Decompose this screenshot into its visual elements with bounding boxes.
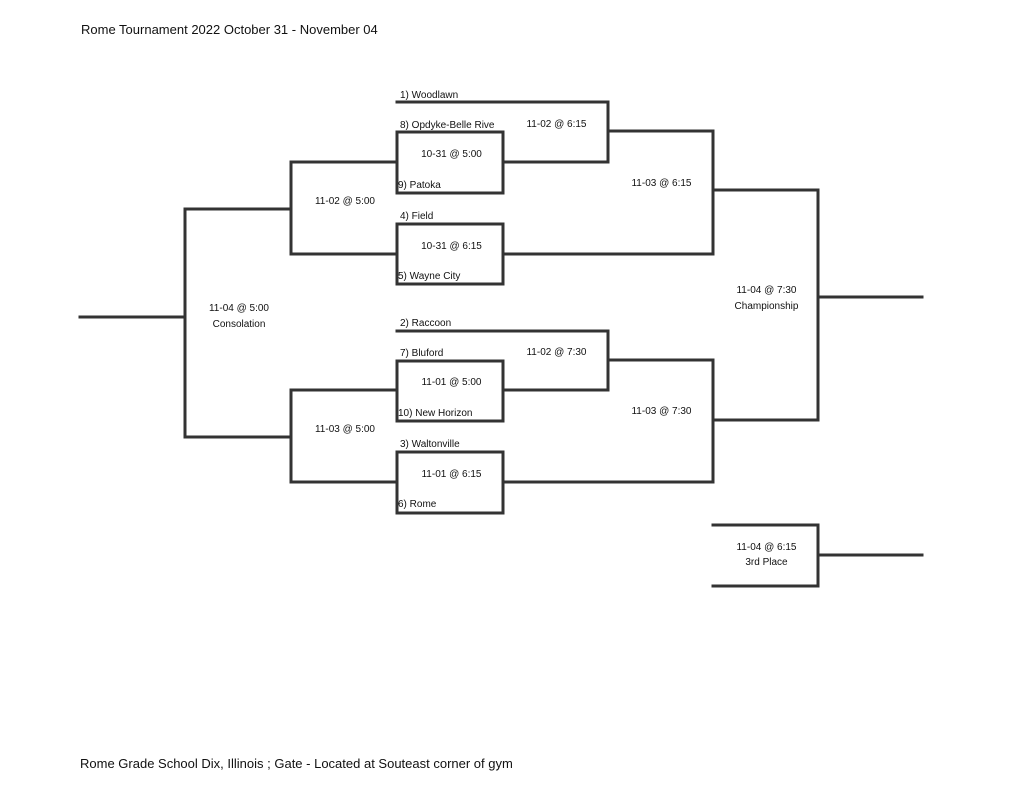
- game-1102-730: 11-02 @ 7:30: [526, 347, 587, 358]
- game-1031-615: 10-31 @ 6:15: [421, 241, 482, 252]
- team-new-horizon: 10) New Horizon: [398, 408, 473, 419]
- game-1101-500: 11-01 @ 5:00: [421, 377, 482, 388]
- team-waltonville: 3) Waltonville: [400, 439, 460, 450]
- game-1103-500: 11-03 @ 5:00: [314, 424, 375, 435]
- third-place-time: 11-04 @ 6:15: [736, 542, 797, 553]
- consolation-label: Consolation: [212, 319, 266, 330]
- consolation-time: 11-04 @ 5:00: [208, 303, 269, 314]
- team-wayne-city: 5) Wayne City: [398, 271, 461, 282]
- footer-text: Rome Grade School Dix, Illinois ; Gate -…: [80, 756, 513, 771]
- championship-time: 11-04 @ 7:30: [736, 285, 797, 296]
- team-rome: 6) Rome: [398, 499, 437, 510]
- game-1031-500: 10-31 @ 5:00: [421, 149, 482, 160]
- team-woodlawn: 1) Woodlawn: [400, 90, 459, 101]
- team-patoka: 9) Patoka: [398, 180, 441, 191]
- third-place-label: 3rd Place: [745, 557, 788, 568]
- championship-label: Championship: [734, 301, 799, 312]
- game-1103-615: 11-03 @ 6:15: [631, 178, 692, 189]
- game-1103-730: 11-03 @ 7:30: [631, 406, 692, 417]
- page-title: Rome Tournament 2022 October 31 - Novemb…: [81, 22, 378, 37]
- game-1102-500: 11-02 @ 5:00: [314, 196, 375, 207]
- team-opdyke-belle-rive: 8) Opdyke-Belle Rive: [400, 120, 495, 131]
- game-1101-615: 11-01 @ 6:15: [421, 469, 482, 480]
- team-bluford: 7) Bluford: [400, 348, 444, 359]
- team-raccoon: 2) Raccoon: [400, 318, 452, 329]
- team-field: 4) Field: [400, 211, 434, 222]
- game-1102-615: 11-02 @ 6:15: [526, 119, 587, 130]
